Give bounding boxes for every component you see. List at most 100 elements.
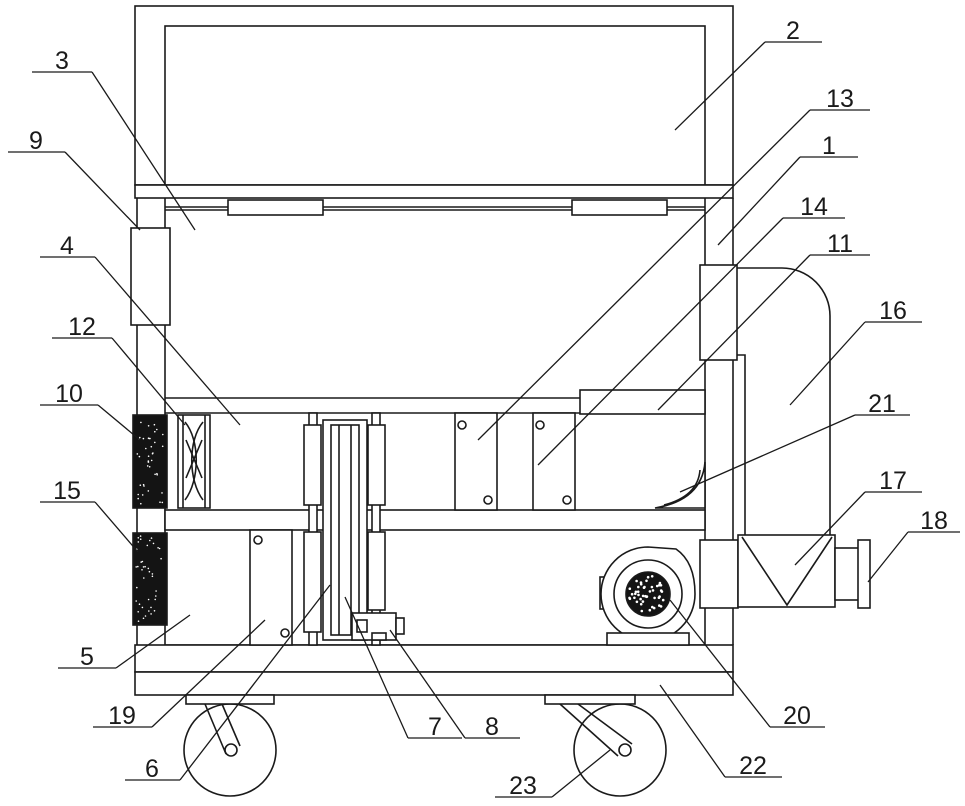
base <box>135 645 733 695</box>
speckle-dot <box>652 589 655 592</box>
callout-leader <box>660 685 725 777</box>
speckle-dot <box>156 473 158 475</box>
speckle-dot <box>649 609 652 612</box>
callout-leader <box>65 152 140 230</box>
outlet-part-18 <box>835 540 870 608</box>
speckle-dot <box>645 580 648 583</box>
speckle-dot <box>135 600 137 602</box>
duct-part-16 <box>700 265 830 540</box>
pipe-part-11 <box>580 390 705 414</box>
speckle-dot <box>634 593 637 596</box>
callout-9: 9 <box>8 127 140 230</box>
belt-inner <box>331 425 359 635</box>
speckle-dot <box>154 474 156 476</box>
speckle-dot <box>149 540 151 542</box>
callout-15: 15 <box>40 477 138 552</box>
middle-divider <box>165 510 705 530</box>
speckle-dot <box>644 595 647 598</box>
speckle-dot <box>142 494 144 496</box>
speckle-dot <box>151 446 153 448</box>
speckle-dot <box>154 431 156 433</box>
callout-label: 18 <box>920 507 948 535</box>
callout-label: 9 <box>29 127 43 155</box>
speckle-dot <box>154 610 156 612</box>
speckle-dot <box>660 589 663 592</box>
duct-connector-upper <box>700 265 737 360</box>
callout-label: 2 <box>786 17 800 45</box>
speckle-dot <box>148 455 150 457</box>
speckle-dot <box>155 590 157 592</box>
speckle-dot <box>636 601 639 604</box>
speckle-dot <box>151 460 153 462</box>
speckle-dot <box>148 599 150 601</box>
callout-label: 19 <box>108 702 136 730</box>
callout-leader <box>112 338 185 425</box>
callout-label: 3 <box>55 47 69 75</box>
duct-outer-wall <box>737 268 830 540</box>
speckle-dot <box>152 573 154 575</box>
speckle-dot <box>159 548 161 550</box>
speckle-dot <box>640 583 643 586</box>
speckle-dot <box>658 595 661 598</box>
speckle-dot <box>641 610 644 613</box>
speckle-dot <box>658 584 661 587</box>
speckle-dot <box>643 586 646 589</box>
callout-label: 21 <box>868 390 896 418</box>
callout-label: 11 <box>827 230 853 258</box>
funnel-part-17 <box>738 535 835 607</box>
speckle-dot <box>631 593 634 596</box>
speckle-dot <box>637 586 640 589</box>
funnel-housing <box>738 535 835 607</box>
motor-mount <box>372 633 386 640</box>
callout-label: 5 <box>80 643 94 671</box>
speckle-dot <box>162 446 164 448</box>
wheel-hub <box>225 744 237 756</box>
blower-base <box>607 633 689 645</box>
speckle-dot <box>148 460 150 462</box>
callout-label: 12 <box>68 313 96 341</box>
callout-leader <box>538 218 783 465</box>
speckle-dot <box>147 545 149 547</box>
callout-1: 1 <box>718 132 858 245</box>
outlet-flange <box>858 540 870 608</box>
speckle-dot <box>148 425 150 427</box>
speckle-dot <box>653 597 656 600</box>
bearing-lower-left <box>304 532 321 632</box>
wheel-hub <box>619 744 631 756</box>
callout-label: 22 <box>739 752 767 780</box>
lid-bottom-rail <box>135 185 733 198</box>
speckle-dot <box>144 566 146 568</box>
callout-label: 6 <box>145 755 159 783</box>
speckle-dot <box>639 598 642 601</box>
callout-label: 16 <box>879 297 907 325</box>
speckle-dot <box>140 561 142 563</box>
plate-part-14 <box>533 413 575 510</box>
speckle-dot <box>139 603 141 605</box>
speckle-dot <box>157 547 159 549</box>
callout-label: 13 <box>826 85 854 113</box>
speckle-dot <box>162 502 164 504</box>
fan-part-12 <box>178 415 210 508</box>
speckle-dot <box>647 576 650 579</box>
callout-14: 14 <box>538 193 845 465</box>
speckle-dot <box>152 576 154 578</box>
speckle-dot <box>149 466 151 468</box>
callout-leader <box>790 322 865 405</box>
speckle-dot <box>140 422 142 424</box>
bolt <box>563 496 571 504</box>
speckle-dot <box>153 543 155 545</box>
callout-label: 20 <box>783 702 811 730</box>
speckle-dot <box>137 611 139 613</box>
callout-10: 10 <box>40 380 140 440</box>
speckle-dot <box>160 558 162 560</box>
speckle-dot <box>151 537 153 539</box>
bolt <box>484 496 492 504</box>
speckle-dot <box>145 448 147 450</box>
speckle-dot <box>140 535 142 537</box>
lid-inner-panel <box>165 26 705 185</box>
speckle-dot <box>651 586 654 589</box>
speckle-dot <box>143 618 145 620</box>
speckle-dot <box>162 434 164 436</box>
callout-label: 14 <box>800 193 828 221</box>
motor-end-cap <box>396 618 404 634</box>
